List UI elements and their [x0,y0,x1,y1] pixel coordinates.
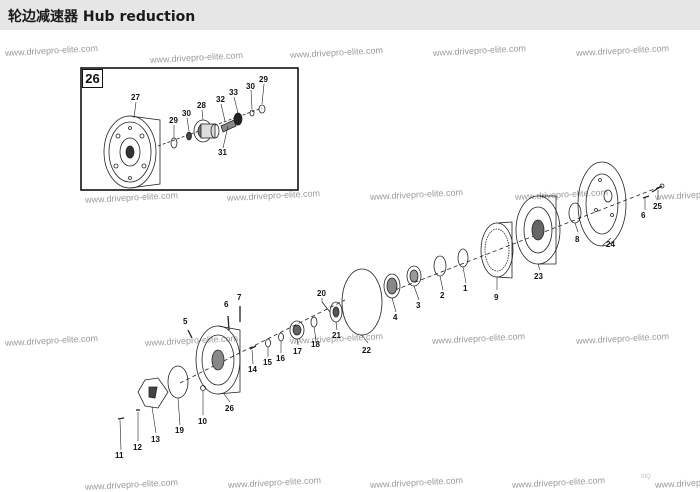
callout-11: 11 [115,451,124,460]
part-6-bolt [642,195,650,199]
callout-12: 12 [133,443,142,452]
callout-9: 9 [494,293,499,302]
inset-hub-cover [103,115,161,189]
part-4-bearing [383,273,401,299]
part-17-planet-gear [289,320,305,340]
inset-leaders [133,83,265,149]
callout-17: 17 [293,347,302,356]
callout-21: 21 [332,331,341,340]
part-21-sun-gear [329,301,343,323]
callout-labels: 27 29 30 28 32 33 30 29 31 1 2 3 4 5 6 6… [115,75,662,460]
callout-30: 30 [182,109,191,118]
part-1-snap-ring [457,248,469,268]
callout-24: 24 [606,240,615,249]
callout-6: 6 [224,300,229,309]
main-leaders [119,190,659,451]
upper-axis-line [394,185,663,291]
part-24-brake-disc [577,161,627,247]
callout-1: 1 [463,284,468,293]
part-26-planet-carrier [195,325,241,395]
part-11-bolt [117,417,125,420]
part-23-hub [515,195,561,265]
callout-4: 4 [393,313,398,322]
callout-10: 10 [198,417,207,426]
callout-29: 29 [259,75,268,84]
callout-2: 2 [440,291,445,300]
part-10-plug [200,385,206,391]
callout-6: 6 [641,211,646,220]
inset-frame [80,67,299,191]
part-3-bearing [406,265,422,287]
part-20-pin [321,301,331,313]
callout-23: 23 [534,272,543,281]
callout-8: 8 [575,235,580,244]
page-header: 轮边减速器 Hub reduction [0,0,700,30]
callout-32: 32 [216,95,225,104]
callout-7: 7 [237,293,242,302]
part-13-end-cover [137,377,169,409]
callout-31: 31 [218,148,227,157]
callout-15: 15 [263,358,272,367]
callout-26: 26 [225,404,234,413]
part-9-ring-gear [480,221,514,279]
callout-18: 18 [311,340,320,349]
part-8-seal [568,202,582,224]
inset-small-parts [170,104,266,149]
part-15-shaft [265,338,271,348]
part-19-o-ring [167,365,189,399]
part-22-o-ring [341,268,383,336]
inset-number-label: 26 [82,69,103,88]
part-6-lower-bolt [227,315,230,331]
callout-16: 16 [276,354,285,363]
part-5-bolt [187,329,193,339]
part-2-washer [433,255,447,277]
part-18-thrust-washer [310,316,318,328]
callout-19: 19 [175,426,184,435]
page-title: 轮边减速器 Hub reduction [8,9,196,25]
callout-3: 3 [416,301,421,310]
callout-22: 22 [362,346,371,355]
callout-25: 25 [653,202,662,211]
callout-29: 29 [169,116,178,125]
callout-14: 14 [248,365,257,374]
callout-27: 27 [131,93,140,102]
callout-30: 30 [246,82,255,91]
lower-axis-line [179,299,346,384]
part-25-bolt [651,183,665,193]
part-16-washer [278,332,284,342]
callout-20: 20 [317,289,326,298]
callout-5: 5 [183,317,188,326]
part-14-bolt [249,345,257,350]
corner-mark: IIIQ [641,474,651,480]
callout-33: 33 [229,88,238,97]
callout-28: 28 [197,101,206,110]
callout-13: 13 [151,435,160,444]
